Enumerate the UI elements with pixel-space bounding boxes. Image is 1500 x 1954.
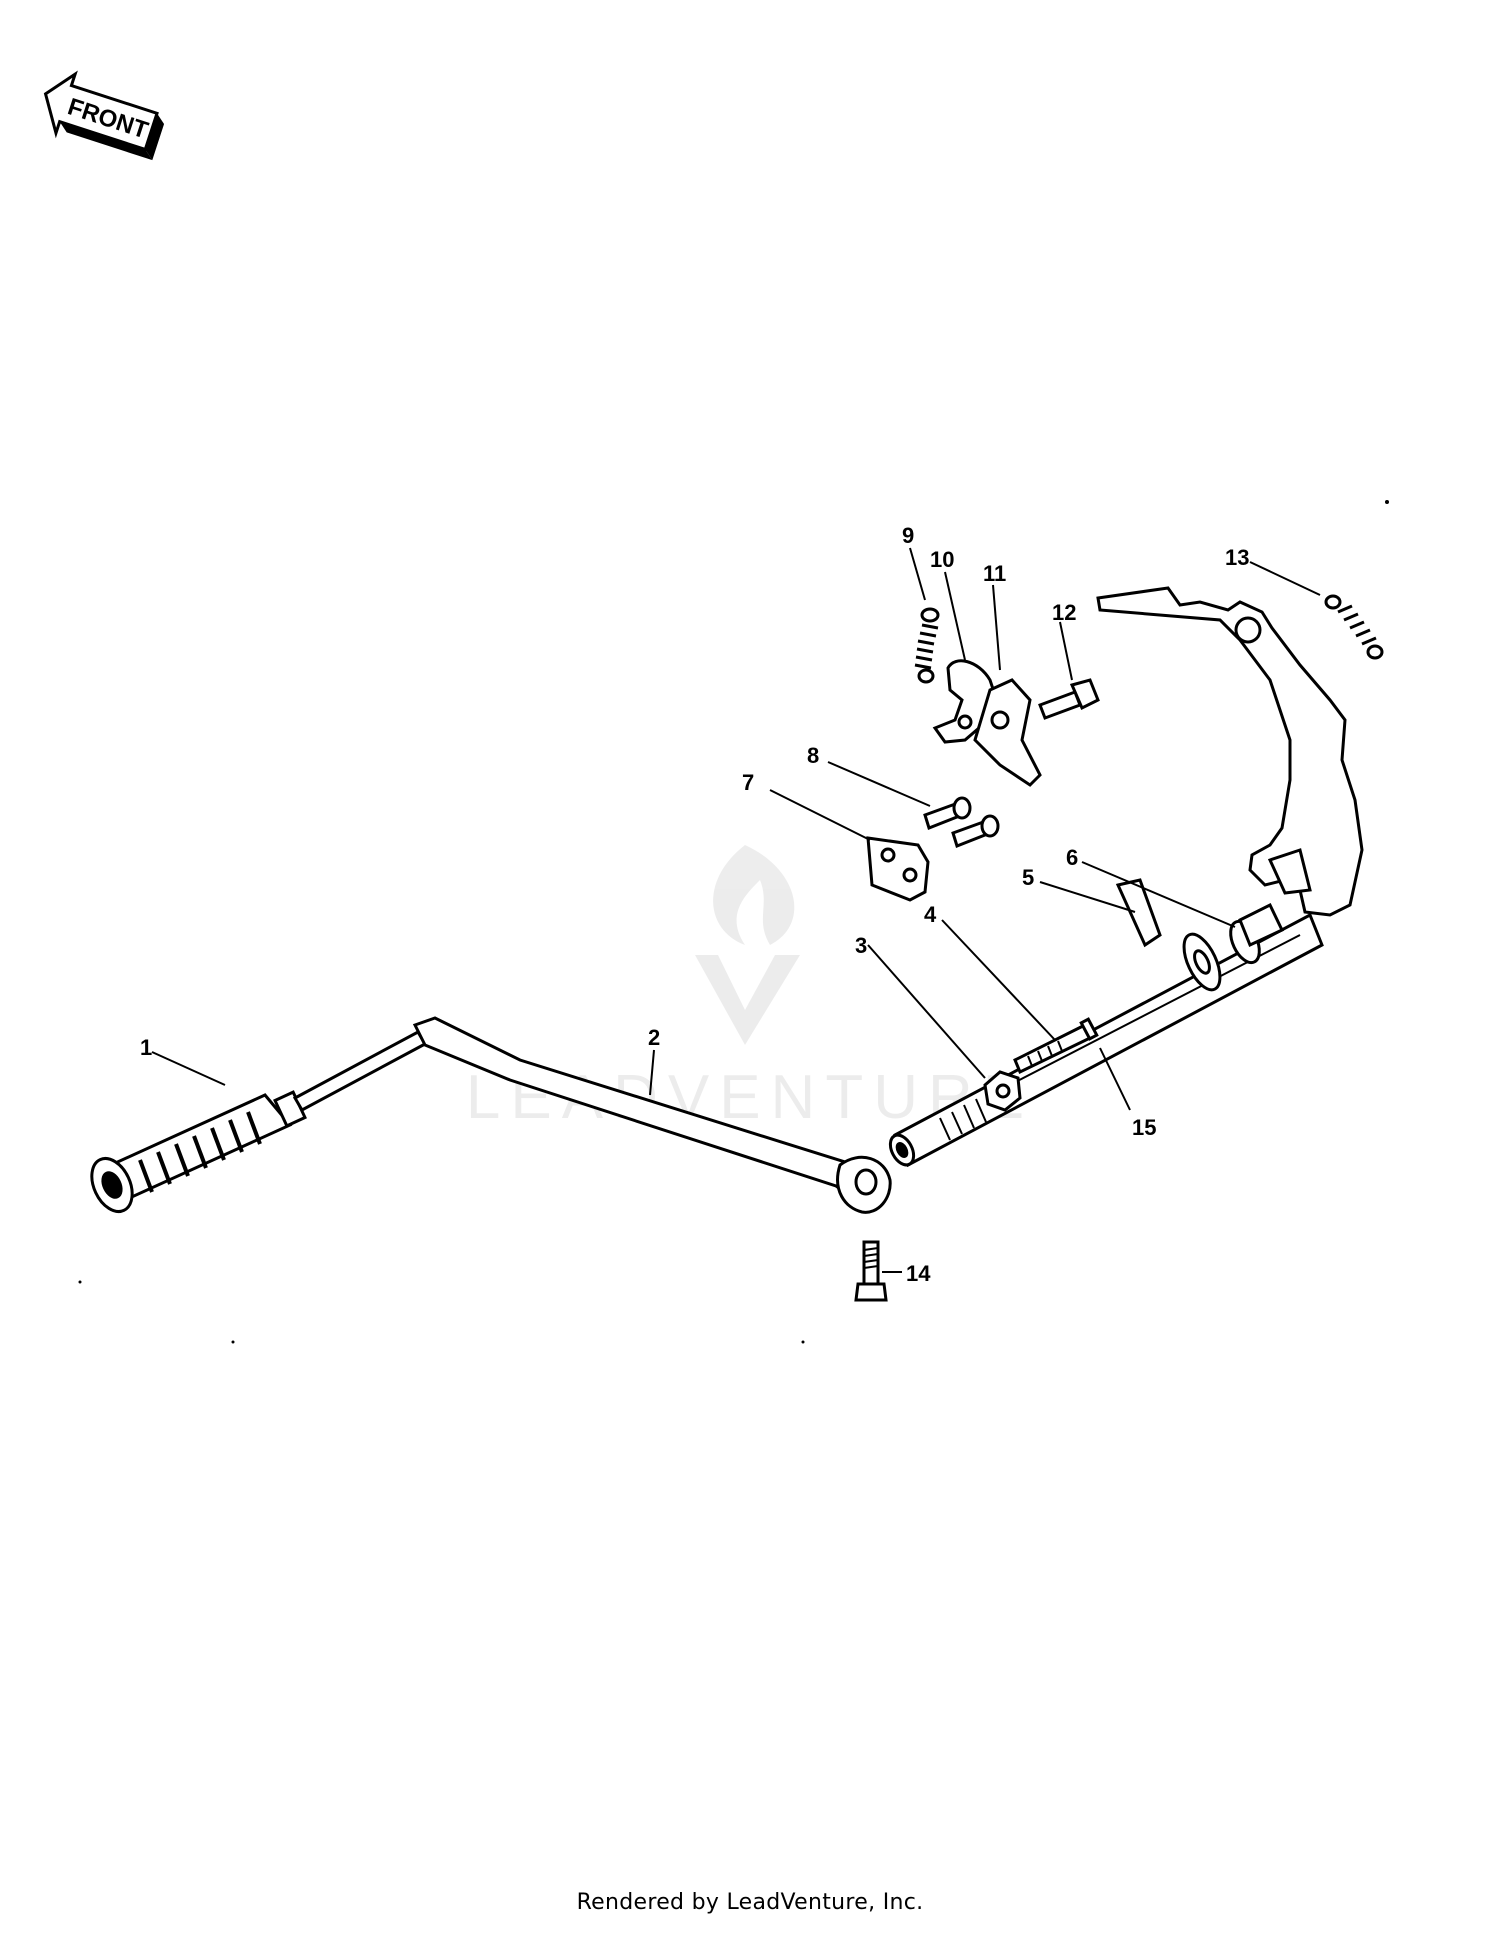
callout-numbers: 1 2 3 4 5 6 7 8 9 10 11 12 13 14 15 [140, 523, 1249, 1286]
callout-14: 14 [906, 1261, 931, 1286]
callout-9: 9 [902, 523, 914, 548]
pedal-rubber [90, 1090, 307, 1213]
return-spring [914, 607, 940, 684]
callout-7: 7 [742, 770, 754, 795]
stopper-bolt-nut [983, 1017, 1099, 1112]
callout-13: 13 [1225, 545, 1249, 570]
shift-lever [1096, 586, 1364, 917]
leader-lines [151, 547, 1321, 1273]
callout-11: 11 [983, 561, 1006, 586]
callout-3: 3 [855, 933, 867, 958]
callout-10: 10 [930, 547, 954, 572]
footer-credit: Rendered by LeadVenture, Inc. [576, 1890, 924, 1915]
leadventure-flame-logo-icon [695, 845, 800, 1045]
change-pedal [292, 1016, 892, 1214]
arm-bolt [1038, 678, 1100, 720]
callout-1: 1 [140, 1035, 152, 1060]
shaft-circlip-washer [1115, 878, 1285, 992]
pedal-bolt [854, 1240, 888, 1302]
shift-arms [932, 659, 1042, 787]
callout-6: 6 [1066, 845, 1078, 870]
callout-8: 8 [807, 743, 819, 768]
scan-specks [78, 500, 1389, 1344]
callout-4: 4 [924, 902, 937, 927]
callout-15: 15 [1132, 1115, 1156, 1140]
plate-screws [923, 796, 1000, 848]
front-arrow-icon: FRONT [43, 70, 165, 161]
callout-2: 2 [648, 1025, 660, 1050]
stopper-plate [866, 836, 930, 902]
shift-lever-spring [1324, 594, 1384, 660]
callout-12: 12 [1052, 600, 1076, 625]
callout-5: 5 [1022, 865, 1034, 890]
